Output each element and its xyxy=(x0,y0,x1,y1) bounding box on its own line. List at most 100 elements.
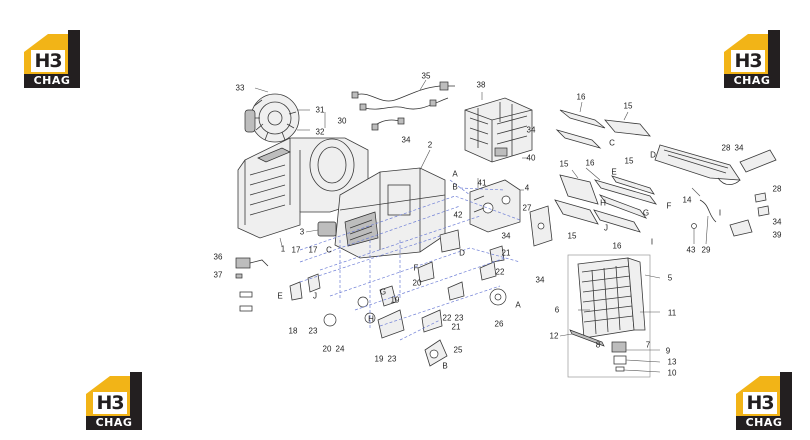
logo-brand: CHAG xyxy=(24,74,80,88)
callout-42: 42 xyxy=(453,210,463,220)
callout-40: 40 xyxy=(526,153,536,163)
evaporator-unit xyxy=(464,92,533,163)
callout-C: C xyxy=(326,245,332,255)
callout-8: 8 xyxy=(595,340,601,350)
assembly-guides xyxy=(299,179,521,341)
callout-19: 19 xyxy=(374,354,384,364)
callout-I: I xyxy=(718,208,722,218)
hardware-small-parts xyxy=(691,192,770,245)
callout-A: A xyxy=(515,300,521,310)
logo-brand: CHAG xyxy=(736,416,792,430)
callout-11: 11 xyxy=(667,308,677,318)
callout-19: 19 xyxy=(390,295,400,305)
callout-9: 9 xyxy=(665,346,671,356)
callout-17: 17 xyxy=(291,245,301,255)
callout-18: 18 xyxy=(288,326,298,336)
callout-43: 43 xyxy=(686,245,696,255)
callout-29: 29 xyxy=(701,245,711,255)
callout-23: 23 xyxy=(387,354,397,364)
callout-E: E xyxy=(611,167,617,177)
callout-E: E xyxy=(277,291,283,301)
callout-27: 27 xyxy=(522,203,532,213)
mode-actuator-assembly xyxy=(439,178,553,253)
callout-17: 17 xyxy=(308,245,318,255)
callout-31: 31 xyxy=(315,105,325,115)
callout-39: 39 xyxy=(772,230,782,240)
callout-24: 24 xyxy=(335,344,345,354)
callout-37: 37 xyxy=(213,270,223,280)
callout-B: B xyxy=(452,182,458,192)
callout-G: G xyxy=(379,287,387,297)
callout-10: 10 xyxy=(667,368,677,378)
callout-22: 22 xyxy=(442,313,452,323)
callout-J: J xyxy=(604,223,608,233)
callout-13: 13 xyxy=(667,357,677,367)
callout-A: A xyxy=(452,169,458,179)
callout-32: 32 xyxy=(315,127,325,137)
wiring-harness xyxy=(351,79,455,131)
callout-H: H xyxy=(368,314,374,324)
brand-logo-top-right: H3 CHAG xyxy=(722,28,782,92)
evaporator-core xyxy=(559,254,661,378)
callout-35: 35 xyxy=(421,71,431,81)
callout-38: 38 xyxy=(476,80,486,90)
callout-J: J xyxy=(313,291,317,301)
callout-16: 16 xyxy=(585,158,595,168)
callout-36: 36 xyxy=(213,252,223,262)
callout-34: 34 xyxy=(526,125,536,135)
callout-34: 34 xyxy=(734,143,744,153)
flap-doors xyxy=(554,101,658,233)
callout-C: C xyxy=(609,138,615,148)
callout-21: 21 xyxy=(451,322,461,332)
duct xyxy=(305,221,337,237)
callout-1: 1 xyxy=(280,244,286,254)
logo-mark: H3 xyxy=(93,392,127,414)
callout-3: 3 xyxy=(299,227,305,237)
callout-15: 15 xyxy=(559,159,569,169)
logo-brand: CHAG xyxy=(86,416,142,430)
callout-22: 22 xyxy=(495,267,505,277)
callout-2: 2 xyxy=(427,140,433,150)
callout-23: 23 xyxy=(454,313,464,323)
callout-16: 16 xyxy=(576,92,586,102)
callout-41: 41 xyxy=(477,178,487,188)
callout-5: 5 xyxy=(667,273,673,283)
callout-14: 14 xyxy=(682,195,692,205)
callout-4: 4 xyxy=(524,183,530,193)
callout-26: 26 xyxy=(494,319,504,329)
callout-12: 12 xyxy=(549,331,559,341)
callout-D: D xyxy=(650,150,656,160)
callout-15: 15 xyxy=(567,231,577,241)
callout-F: F xyxy=(413,263,419,273)
blower-housing xyxy=(237,137,369,247)
logo-mark: H3 xyxy=(731,50,765,72)
callout-B: B xyxy=(442,361,448,371)
callout-30: 30 xyxy=(337,116,347,126)
linkage-parts xyxy=(235,245,507,367)
brand-logo-top-left: H3 CHAG xyxy=(22,28,82,92)
callout-15: 15 xyxy=(624,156,634,166)
logo-brand: CHAG xyxy=(724,74,780,88)
heater-duct xyxy=(654,144,777,223)
blower-fan xyxy=(244,87,326,143)
callout-7: 7 xyxy=(645,340,651,350)
heater-case xyxy=(334,149,446,259)
callout-F: F xyxy=(666,201,672,211)
callout-34: 34 xyxy=(772,217,782,227)
callout-34: 34 xyxy=(401,135,411,145)
logo-mark: H3 xyxy=(31,50,65,72)
callout-16: 16 xyxy=(612,241,622,251)
callout-20: 20 xyxy=(412,278,422,288)
logo-mark: H3 xyxy=(743,392,777,414)
callout-34: 34 xyxy=(535,275,545,285)
callout-25: 25 xyxy=(453,345,463,355)
callout-21: 21 xyxy=(501,248,511,258)
callout-15: 15 xyxy=(623,101,633,111)
callout-28: 28 xyxy=(721,143,731,153)
callout-28: 28 xyxy=(772,184,782,194)
callout-H: H xyxy=(600,198,606,208)
callout-20: 20 xyxy=(322,344,332,354)
brand-logo-bottom-left: H3 CHAG xyxy=(84,370,144,434)
